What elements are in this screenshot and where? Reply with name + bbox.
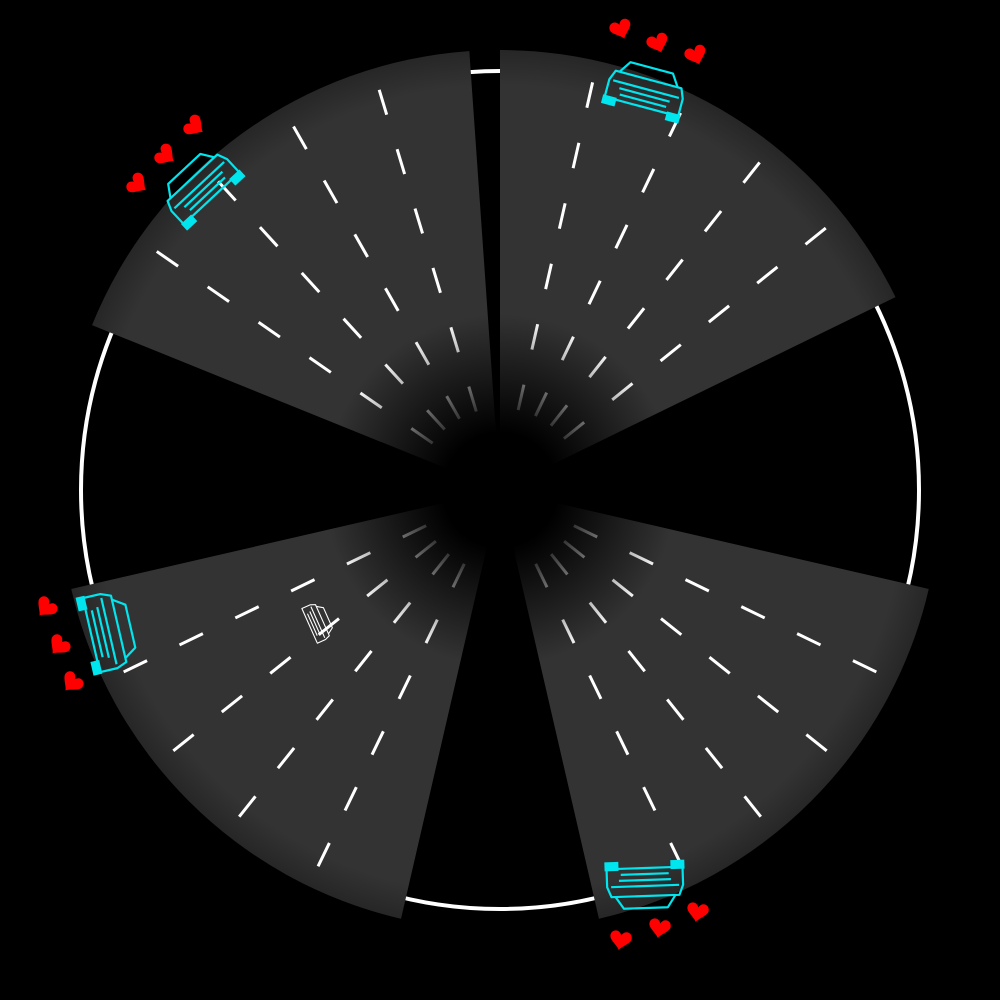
player-north-west	[166, 152, 246, 231]
heart-icon	[152, 141, 181, 170]
heart-icon	[124, 170, 153, 199]
player-north-east-lives	[607, 17, 710, 69]
wheel	[664, 111, 681, 124]
car-icon	[604, 859, 685, 910]
heart-icon	[57, 669, 86, 698]
car-icon	[166, 152, 246, 231]
wheel	[90, 660, 103, 676]
heart-icon	[685, 901, 710, 924]
car-icon	[75, 592, 137, 676]
heart-icon	[31, 594, 60, 623]
cars	[75, 61, 685, 910]
center-fade	[60, 50, 940, 930]
heart-icon	[682, 43, 710, 69]
heart-icon	[181, 112, 210, 141]
heart-icon	[608, 929, 633, 952]
wheel	[229, 169, 246, 186]
wheel	[75, 595, 88, 612]
heart-icon	[644, 31, 672, 57]
player-north-east	[600, 61, 684, 124]
wheel	[180, 214, 198, 231]
heart-icon	[44, 632, 73, 661]
player-south-east	[604, 859, 685, 910]
wheel	[604, 861, 619, 872]
wheel	[670, 859, 685, 870]
car-icon	[301, 604, 333, 644]
wheel	[600, 94, 617, 107]
player-west	[75, 592, 137, 676]
heart-icon	[647, 917, 672, 940]
incoming-car	[301, 604, 333, 644]
heart-icon	[607, 17, 635, 43]
car-icon	[600, 61, 684, 124]
